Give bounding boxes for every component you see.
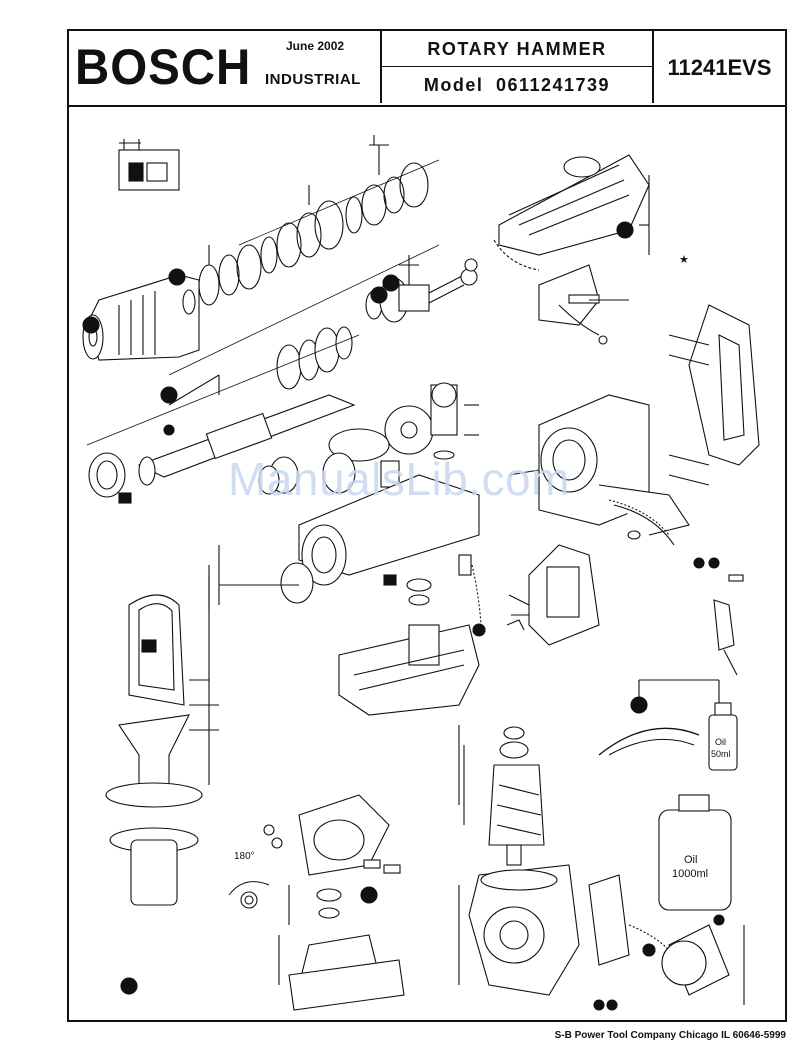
issue-date: June 2002: [286, 39, 345, 53]
switch-assembly: [506, 544, 600, 646]
model-number: 0611241739: [495, 75, 611, 95]
gear-set: [258, 382, 479, 495]
detail-inset: [118, 139, 180, 191]
small-bottle-label-2: 50ml: [711, 749, 731, 759]
brand-logo: BOSCH: [75, 39, 252, 95]
side-handle: [105, 565, 219, 906]
large-bottle-label-2: 1000ml: [672, 868, 708, 880]
brush-holder: [228, 794, 401, 909]
model-line: Model 0611241739: [382, 67, 652, 103]
motor-housing: [508, 394, 690, 546]
product-number-cell: 11241EVS: [654, 31, 785, 103]
product-number: 11241EVS: [667, 55, 772, 80]
field-housing: [458, 864, 580, 996]
cord-guard: [693, 557, 744, 676]
star-note: ★: [679, 254, 689, 266]
gearbox-cover: [120, 885, 405, 1011]
switch-housing: [538, 264, 629, 345]
lubricant-set: [598, 679, 738, 911]
piston-assembly: [365, 255, 478, 323]
watermark: ManualsLib.com: [228, 453, 570, 505]
gear-housing: [208, 474, 486, 637]
small-bottle-label-1: Oil: [715, 737, 726, 747]
electronic-module: [588, 874, 745, 1011]
chuck-assembly: [82, 135, 479, 504]
top-cover: [493, 154, 650, 271]
product-title: ROTARY HAMMER: [382, 31, 652, 67]
rear-handle: [668, 304, 760, 486]
title-cell: ROTARY HAMMER Model 0611241739: [382, 31, 654, 103]
brand-cell: BOSCH June 2002 INDUSTRIAL: [69, 31, 382, 103]
division-label: INDUSTRIAL: [265, 71, 361, 88]
exploded-parts-diagram: 180° Oil 50ml Oil 1000ml ★: [82, 135, 760, 1011]
base-cover: [338, 624, 480, 716]
parts-sheet: BOSCH June 2002 INDUSTRIAL ROTARY HAMMER…: [67, 29, 787, 1022]
callout-dot: [82, 316, 100, 334]
footer-company: S-B Power Tool Company Chicago IL 60646-…: [554, 1030, 786, 1041]
large-bottle-label-1: Oil: [684, 854, 697, 866]
spindle: [86, 326, 360, 504]
model-label: Model: [423, 75, 484, 95]
armature: [458, 725, 545, 866]
sheet-header: BOSCH June 2002 INDUSTRIAL ROTARY HAMMER…: [69, 31, 785, 107]
rotation-angle-label: 180°: [234, 851, 255, 862]
